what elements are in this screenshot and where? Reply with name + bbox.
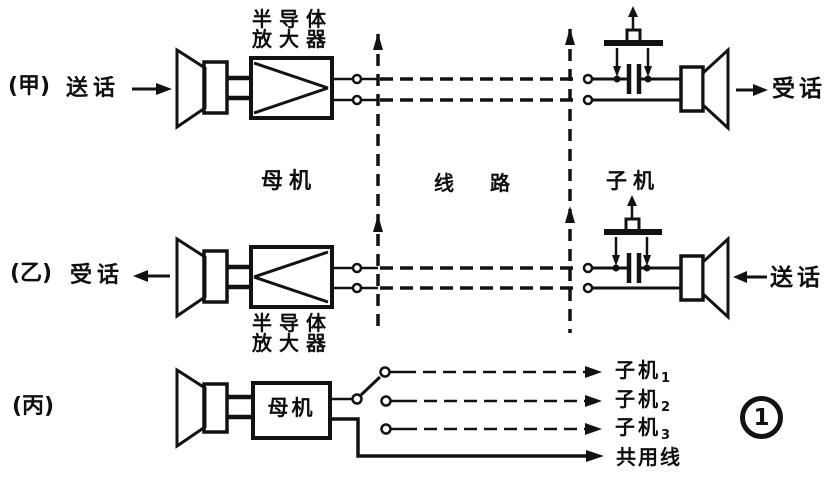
row-yi-io-label: 受话	[70, 263, 125, 288]
line-terminals-left	[332, 262, 378, 294]
output-label-sub2: 子机2	[615, 389, 670, 414]
section-label-master: 母机	[261, 169, 318, 194]
input-arrow-left-icon	[733, 271, 767, 283]
transmission-line-dashed	[380, 77, 580, 102]
speaker-icon	[175, 47, 229, 130]
common-line-label: 共用线	[616, 445, 682, 469]
section-label-sub: 子机	[606, 169, 660, 193]
output-label-sub2-text: 子机	[615, 387, 661, 411]
output-label-sub3: 子机3	[615, 417, 670, 442]
capacitor-icon	[626, 64, 642, 94]
transmission-line-dashed	[380, 266, 580, 290]
push-button-icon	[604, 195, 662, 266]
row-jia-prefix: (甲)	[8, 74, 51, 99]
zone-boundary-left	[373, 33, 383, 326]
output-label-sub1-text: 子机	[615, 358, 661, 382]
selector-switch-icon	[330, 366, 392, 435]
capacitor-icon	[626, 253, 642, 283]
amplifier-box-icon	[249, 56, 334, 120]
speaker-icon	[679, 235, 730, 321]
line-terminals-right	[582, 73, 594, 106]
master-unit-box	[251, 381, 332, 440]
line-terminals-right	[582, 262, 594, 294]
amp-label-jia-line2: 放大器	[252, 27, 333, 51]
output-label-sub3-index: 3	[661, 428, 671, 443]
amp-label-yi-line1: 半导体	[252, 311, 333, 335]
row-jia-io-label: 送话	[66, 76, 121, 101]
sub-unit-lines-dashed	[390, 366, 602, 435]
row-bing-circuit	[175, 366, 604, 462]
output-arrow-left-icon	[133, 270, 170, 282]
output-label-sub1: 子机1	[615, 360, 670, 385]
output-arrow-right-icon	[736, 84, 768, 96]
sub-unit-circuit	[593, 195, 730, 321]
amp-label-yi-line2: 放大器	[252, 331, 333, 355]
row-yi-circuit	[133, 195, 767, 321]
master-unit-box-label: 母机	[267, 396, 316, 420]
row-jia-circuit	[132, 6, 768, 132]
line-terminals-left	[332, 73, 378, 106]
input-arrow-right-icon	[132, 83, 172, 95]
push-button-icon	[604, 6, 663, 77]
speaker-icon	[679, 46, 730, 132]
output-label-sub1-index: 1	[661, 371, 671, 386]
figure-number-badge: 1	[740, 396, 783, 439]
amp-label-jia-line1: 半导体	[252, 7, 333, 31]
amplifier-box-icon	[249, 245, 334, 309]
speaker-icon	[175, 236, 229, 319]
common-line-solid	[330, 417, 604, 462]
row-yi-prefix: (乙)	[10, 261, 53, 286]
row-jia-right-label: 受话	[772, 76, 826, 102]
output-label-sub2-index: 2	[661, 400, 671, 415]
section-label-line: 线路	[434, 171, 546, 195]
row-yi-right-label: 送话	[770, 265, 824, 291]
output-label-sub3-text: 子机	[615, 415, 661, 439]
row-bing-prefix: (丙)	[12, 394, 55, 419]
speaker-icon	[175, 367, 229, 449]
sub-unit-circuit	[593, 6, 730, 132]
